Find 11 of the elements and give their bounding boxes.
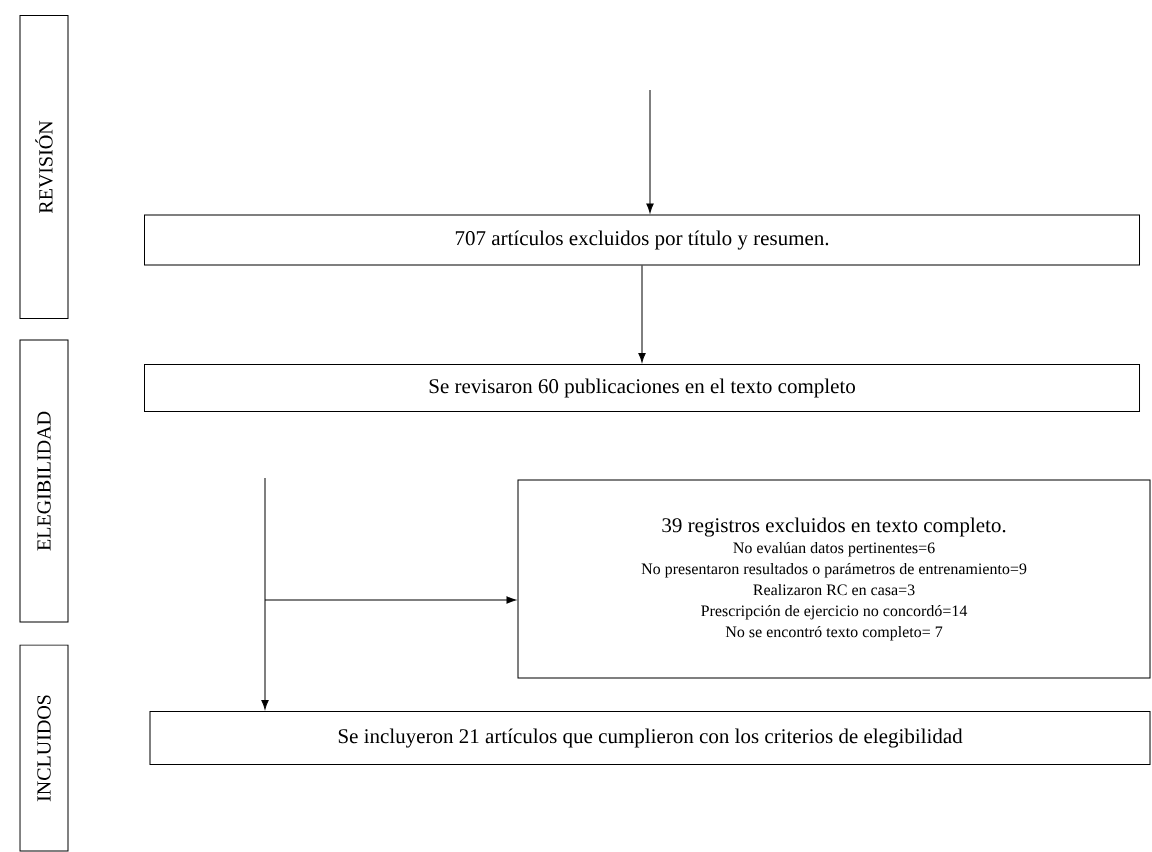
arrow <box>646 89 654 213</box>
process-box: Se incluyeron 21 artículos que cumplieron con los criterios de elegibilidad <box>149 711 1151 765</box>
exclusion-box: 39 registros excluidos en texto completo. No evalúan datos pertinentes=6 No presentaron resultados o parámetros de entrenamiento=9 Realizaron RC en casa=3 Prescripción de ejercicio no concordó=14 No se encontró texto completo= 7 <box>517 479 1151 679</box>
stage-band: REVISIÓN <box>19 15 69 319</box>
arrow <box>261 477 269 710</box>
stage-band: INCLUIDOS <box>19 644 69 852</box>
process-box: 707 artículos excluidos por título y resumen. <box>144 214 1140 266</box>
arrow <box>638 265 646 363</box>
process-box: Se revisaron 60 publicaciones en el texto completo <box>144 364 1140 412</box>
stage-band: ELEGIBILIDAD <box>19 339 69 623</box>
arrow <box>264 596 516 604</box>
